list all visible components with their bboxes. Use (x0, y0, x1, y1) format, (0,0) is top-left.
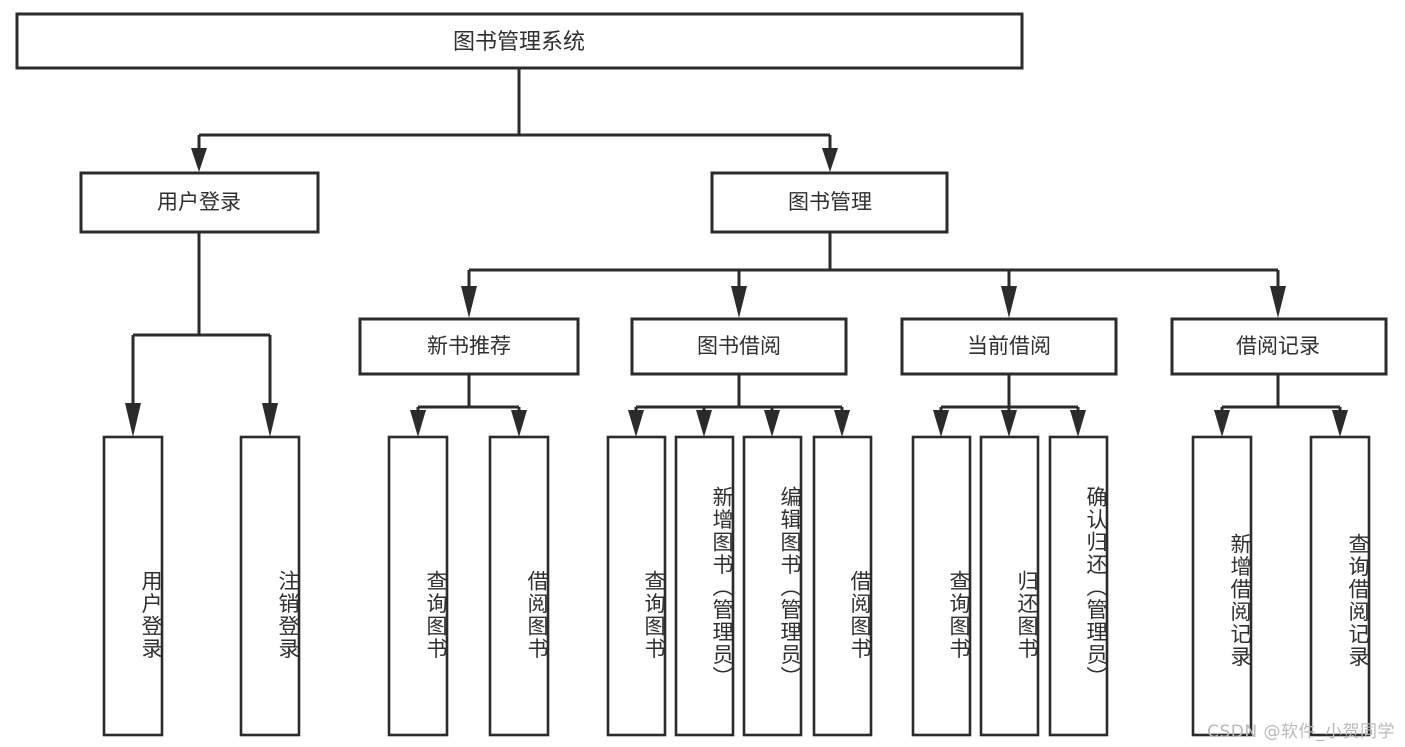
connector-group-book-borrow (628, 375, 850, 437)
leaf-box-book-borrow-2[interactable] (674, 435, 735, 737)
node-borrow-record-box[interactable] (1170, 317, 1388, 376)
arrow-head-leaf-book-borrow-3 (764, 410, 780, 437)
connector-group-root (191, 68, 838, 172)
arrow-head-leaf-current-borrow-1 (933, 410, 949, 437)
leaf-box-book-borrow-1[interactable] (606, 435, 667, 737)
node-user-login[interactable]: 用户登录 (79, 171, 320, 234)
leaf-box-user-login-2[interactable] (239, 435, 301, 737)
node-user-login-box[interactable] (79, 171, 320, 234)
arrow-head-leaf-borrow-record-1 (1214, 410, 1230, 437)
connector-group-book-mgmt (461, 232, 1286, 318)
arrow-head-leaf-user-login-2 (262, 403, 278, 437)
node-root-box[interactable] (15, 12, 1024, 70)
connector-group-borrow-record (1214, 375, 1348, 437)
arrow-head-level3-4 (1270, 286, 1286, 318)
node-user-login-label: 用户登录 (157, 190, 241, 214)
leaf-box-current-borrow-3[interactable] (1048, 435, 1109, 737)
arrow-head-leaf-new-book-2 (511, 410, 527, 437)
arrow-head-leaf-current-borrow-3 (1070, 410, 1086, 437)
leaf-box-current-borrow-1[interactable] (911, 435, 972, 737)
node-book-management[interactable]: 图书管理 (710, 171, 949, 234)
node-new-book-recommend-box[interactable] (358, 317, 580, 376)
node-borrow-record[interactable]: 借阅记录 (1170, 317, 1388, 376)
arrow-head-level3-1 (461, 286, 477, 318)
leaf-boxes-current-borrow (911, 435, 1109, 737)
arrow-head-level3-3 (1001, 286, 1017, 318)
leaf-box-book-borrow-4[interactable] (812, 435, 873, 737)
node-book-management-box[interactable] (710, 171, 949, 234)
arrow-head-leaf-current-borrow-2 (1001, 410, 1017, 437)
connector-group-user-login (125, 232, 278, 437)
leaf-boxes-book-borrow (606, 435, 873, 737)
node-root-label: 图书管理系统 (453, 30, 585, 55)
node-current-borrow[interactable]: 当前借阅 (900, 317, 1118, 376)
node-borrow-record-label: 借阅记录 (1236, 334, 1320, 358)
arrow-head-leaf-user-login-1 (125, 403, 141, 437)
arrow-head-leaf-book-borrow-2 (696, 410, 712, 437)
leaf-boxes-new-book-recommend (387, 435, 550, 737)
arrow-head-book-mgmt (822, 148, 838, 172)
node-book-borrow-box[interactable] (630, 317, 848, 376)
watermark-text: CSDN @软件_小贺同学 (1207, 722, 1395, 742)
leaf-box-new-book-1[interactable] (387, 435, 449, 737)
arrow-head-leaf-book-borrow-1 (628, 410, 644, 437)
leaf-box-new-book-2[interactable] (488, 435, 550, 737)
node-current-borrow-box[interactable] (900, 317, 1118, 376)
leaf-boxes-borrow-record (1191, 435, 1371, 737)
node-root[interactable]: 图书管理系统 (15, 12, 1024, 70)
leaf-box-user-login-1[interactable] (102, 435, 164, 737)
arrow-head-level3-2 (731, 286, 747, 318)
leaf-box-current-borrow-2[interactable] (979, 435, 1040, 737)
connector-group-current-borrow (933, 375, 1086, 437)
leaf-box-borrow-record-2[interactable] (1309, 435, 1371, 737)
node-book-management-label: 图书管理 (788, 190, 872, 214)
node-new-book-recommend-label: 新书推荐 (427, 334, 511, 358)
arrow-head-leaf-book-borrow-4 (834, 410, 850, 437)
node-book-borrow-label: 图书借阅 (697, 334, 781, 358)
arrow-head-user-login (191, 148, 207, 172)
leaf-box-borrow-record-1[interactable] (1191, 435, 1253, 737)
arrow-head-leaf-borrow-record-2 (1332, 410, 1348, 437)
connector-group-new-book-recommend (410, 375, 527, 437)
leaf-box-book-borrow-3[interactable] (742, 435, 803, 737)
node-book-borrow[interactable]: 图书借阅 (630, 317, 848, 376)
arrow-head-leaf-new-book-1 (410, 410, 426, 437)
node-current-borrow-label: 当前借阅 (967, 334, 1051, 358)
leaf-boxes-user-login (102, 435, 301, 737)
node-new-book-recommend[interactable]: 新书推荐 (358, 317, 580, 376)
